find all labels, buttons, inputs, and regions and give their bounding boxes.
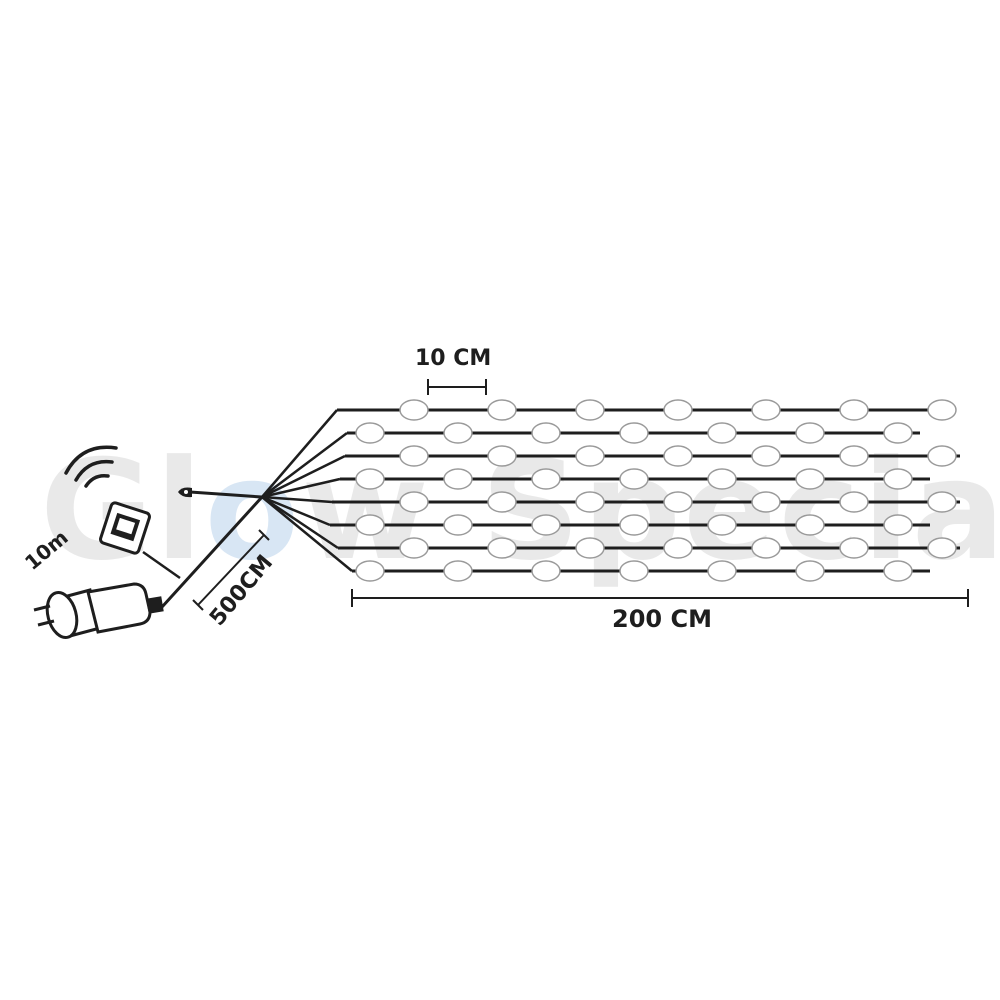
led-bulb (443, 560, 473, 582)
led-bulb (531, 422, 561, 444)
led-bulb (707, 468, 737, 490)
led-bulb (487, 537, 517, 559)
led-bulb (355, 422, 385, 444)
led-bulb (443, 468, 473, 490)
led-bulb (927, 399, 957, 421)
led-bulb (751, 445, 781, 467)
dimension-200cm (351, 589, 969, 607)
led-bulb (531, 560, 561, 582)
led-bulb (795, 560, 825, 582)
led-bulb (839, 445, 869, 467)
led-bulb (575, 445, 605, 467)
led-bulb (443, 514, 473, 536)
led-bulb (619, 514, 649, 536)
led-bulb (795, 514, 825, 536)
led-bulb (663, 399, 693, 421)
led-bulb (443, 422, 473, 444)
fan-wire (261, 454, 346, 499)
led-bulb (707, 514, 737, 536)
eu-plug-icon (33, 582, 164, 640)
tail-cable (189, 490, 263, 499)
led-bulb (619, 422, 649, 444)
led-bulb (355, 560, 385, 582)
led-bulb (399, 445, 429, 467)
remote-cable (142, 550, 181, 580)
dimension-500cm (192, 529, 270, 611)
led-bulb (883, 422, 913, 444)
led-bulb (399, 399, 429, 421)
led-bulb (619, 560, 649, 582)
led-bulb (531, 468, 561, 490)
led-bulb (575, 399, 605, 421)
led-bulb (927, 445, 957, 467)
fan-wire (261, 409, 338, 498)
fan-wire (261, 495, 339, 550)
led-bulb (399, 491, 429, 513)
remote-control-icon (99, 501, 151, 555)
led-bulb (355, 514, 385, 536)
led-bulb (487, 491, 517, 513)
led-bulb (751, 537, 781, 559)
led-bulb (883, 468, 913, 490)
led-bulb (883, 560, 913, 582)
led-bulb (619, 468, 649, 490)
fan-wire (261, 477, 341, 499)
led-bulb (663, 491, 693, 513)
led-bulbs (355, 399, 957, 582)
led-bulb (839, 491, 869, 513)
led-bulb (575, 491, 605, 513)
led-bulb (883, 514, 913, 536)
lead-cable (160, 495, 264, 609)
fan-wire (261, 495, 331, 527)
fan-wires (261, 409, 353, 572)
led-bulb (751, 399, 781, 421)
led-bulb (663, 445, 693, 467)
wireless-signal-icon (64, 445, 118, 488)
led-bulb (707, 560, 737, 582)
led-bulb (927, 491, 957, 513)
led-bulb (839, 399, 869, 421)
tail-hole (184, 490, 188, 494)
led-bulb (355, 468, 385, 490)
led-bulb (795, 422, 825, 444)
led-spacing-label: 10 CM (415, 346, 492, 371)
led-bulb (839, 537, 869, 559)
led-bulb (795, 468, 825, 490)
led-bulb (575, 537, 605, 559)
led-bulb (487, 399, 517, 421)
fan-wire (261, 495, 333, 504)
dimension-10cm (427, 379, 487, 395)
led-bulb (707, 422, 737, 444)
fan-wire (261, 496, 353, 572)
led-bulb (399, 537, 429, 559)
led-bulb (663, 537, 693, 559)
led-bulb (531, 514, 561, 536)
fan-wire (261, 432, 348, 498)
strand-length-label: 200 CM (612, 605, 712, 633)
led-bulb (751, 491, 781, 513)
led-bulb (927, 537, 957, 559)
led-bulb (487, 445, 517, 467)
